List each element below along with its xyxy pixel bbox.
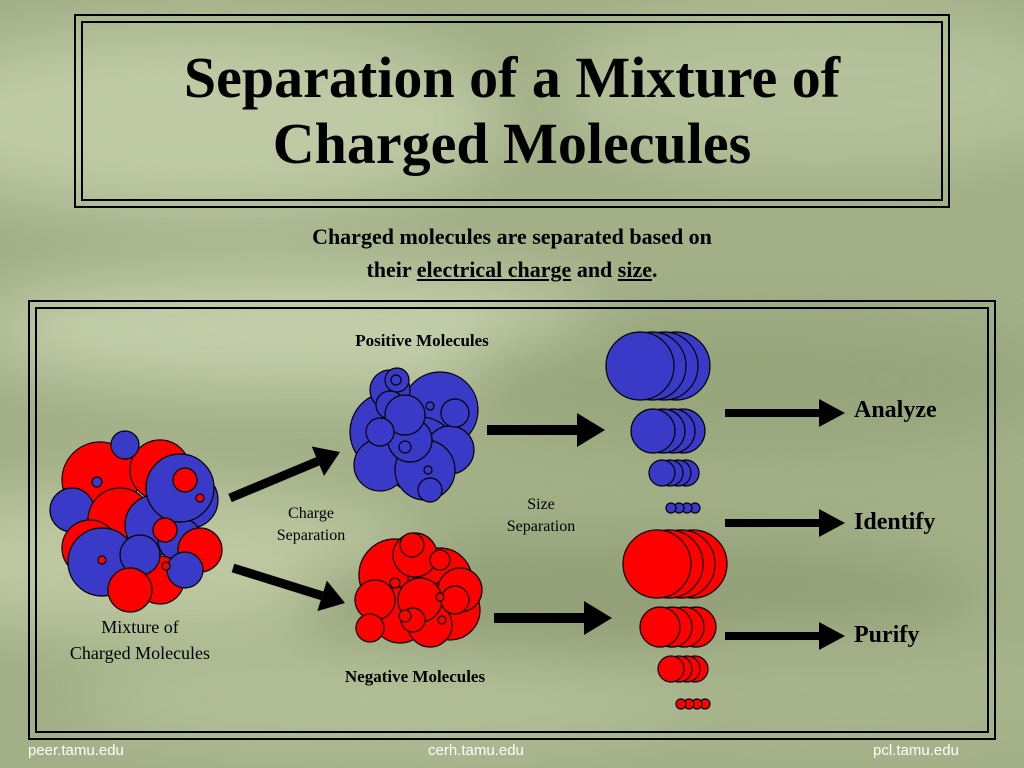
- size-label-line-2: Separation: [506, 518, 576, 535]
- outcome-analyze: Analyze: [854, 397, 937, 423]
- diagram-frame: [28, 300, 996, 740]
- arrow-to-identify-head: [819, 509, 845, 537]
- slide-subtitle: Charged molecules are separated based on…: [200, 220, 824, 286]
- mixture-label: Mixture of Charged Molecules: [40, 614, 240, 666]
- mixture-molecule-dot: [91, 476, 103, 488]
- arrow-to-purify-head: [819, 622, 845, 650]
- size-band-molecule: [657, 655, 685, 683]
- positive-molecule-dot: [423, 465, 433, 475]
- positive-molecule: [365, 417, 395, 447]
- negative-cluster: [354, 532, 483, 648]
- size-label-line-1: Size: [527, 496, 555, 513]
- negative-molecule: [440, 585, 470, 615]
- outcome-purify: Purify: [854, 622, 920, 648]
- charge-label-line-1: Charge: [288, 505, 334, 522]
- subtitle-mid: and: [571, 257, 618, 282]
- negative-molecule-dot: [435, 592, 445, 602]
- positive-molecule-dot: [398, 440, 412, 454]
- mixture-cluster: [49, 430, 223, 613]
- subtitle-pre: their: [366, 257, 417, 282]
- mixture-molecule: [107, 567, 153, 613]
- arrow-to-analyze-head: [819, 399, 845, 427]
- mixture-label-line-2: Charged Molecules: [69, 643, 211, 663]
- arrow-to-negative-head: [317, 580, 345, 612]
- negative-molecule-dot: [389, 577, 401, 589]
- negative-molecule: [399, 532, 425, 558]
- positive-cluster: [349, 367, 479, 503]
- negative-molecule-dot: [398, 609, 412, 623]
- subtitle-term-charge: electrical charge: [416, 257, 572, 282]
- size-separation-label: Size Separation: [486, 494, 596, 538]
- size-band-molecule: [665, 502, 677, 514]
- positive-size-stacks: [605, 331, 711, 514]
- mixture-label-line-1: Mixture of: [101, 617, 179, 637]
- mixture-molecule-dot: [195, 493, 205, 503]
- flow-arrows: [228, 399, 845, 650]
- title-frame: Separation of a Mixture of Charged Molec…: [74, 14, 950, 208]
- subtitle-line-1: Charged molecules are separated based on: [312, 224, 712, 249]
- subtitle-post: .: [652, 257, 658, 282]
- positive-molecule: [384, 394, 426, 436]
- positive-molecule: [440, 398, 470, 428]
- arrow-to-positive-shaft: [228, 457, 320, 503]
- mixture-molecule: [172, 467, 198, 493]
- size-band-molecule: [648, 459, 676, 487]
- footer-center: cerh.tamu.edu: [428, 742, 524, 759]
- negative-molecule-dot: [437, 615, 447, 625]
- mixture-molecule: [166, 551, 204, 589]
- size-band-molecule: [605, 331, 675, 401]
- negative-molecules-label: Negative Molecules: [344, 667, 486, 686]
- subtitle-term-size: size: [617, 257, 652, 282]
- slide-title-line-2: Charged Molecules: [272, 111, 752, 176]
- size-band-molecule: [622, 529, 692, 599]
- charge-separation-label: Charge Separation: [256, 503, 366, 547]
- mixture-molecule: [110, 430, 140, 460]
- subtitle-line-2: their electrical charge and size.: [200, 253, 824, 286]
- arrow-to-positive-head: [311, 446, 340, 477]
- negative-molecule: [429, 549, 451, 571]
- positive-molecules-label: Positive Molecules: [355, 331, 489, 350]
- footer-left: peer.tamu.edu: [28, 742, 124, 759]
- size-band-molecule: [630, 408, 676, 454]
- mixture-molecule-dot: [97, 555, 107, 565]
- size-band-molecule: [675, 698, 687, 710]
- mixture-molecule: [152, 517, 178, 543]
- arrow-negative-to-size-head: [584, 601, 612, 635]
- negative-size-stacks: [622, 529, 728, 710]
- negative-molecule: [354, 579, 396, 621]
- footer-right: pcl.tamu.edu: [873, 742, 959, 759]
- charge-label-line-2: Separation: [276, 527, 346, 544]
- negative-molecule: [355, 613, 385, 643]
- arrow-positive-to-size-head: [577, 413, 605, 447]
- positive-molecule: [417, 477, 443, 503]
- mixture-molecule-dot: [161, 561, 171, 571]
- arrow-to-negative-shaft: [231, 563, 324, 601]
- positive-molecule-dot: [390, 374, 402, 386]
- outcome-identify: Identify: [854, 509, 936, 535]
- size-band-molecule: [639, 606, 681, 648]
- slide-title-line-1: Separation of a Mixture of: [183, 45, 841, 110]
- positive-molecule-dot: [425, 401, 435, 411]
